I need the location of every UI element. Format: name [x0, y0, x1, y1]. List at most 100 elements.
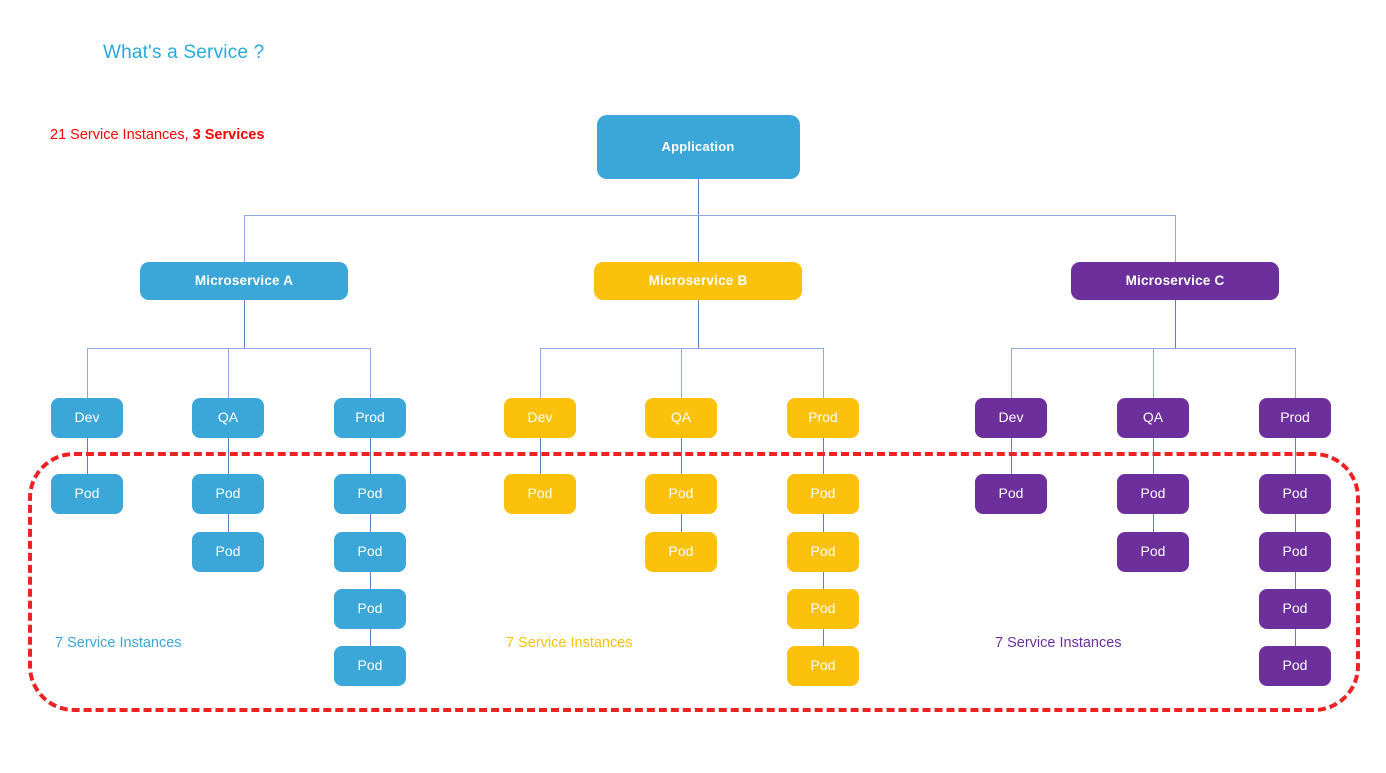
node-pod-a-2-0[interactable]: Pod	[334, 474, 406, 514]
node-env-b-dev[interactable]: Dev	[504, 398, 576, 438]
node-pod-b-1-0[interactable]: Pod	[645, 474, 717, 514]
node-pod-a-1-1[interactable]: Pod	[192, 532, 264, 572]
node-pod-b-0-0[interactable]: Pod	[504, 474, 576, 514]
node-env-a-prod[interactable]: Prod	[334, 398, 406, 438]
node-microservice-a[interactable]: Microservice A	[140, 262, 348, 300]
node-pod-c-2-3[interactable]: Pod	[1259, 646, 1331, 686]
node-pod-c-2-1-label: Pod	[1282, 543, 1308, 560]
node-pod-a-1-1-label: Pod	[215, 543, 241, 560]
connector-pod-b-0-0	[540, 438, 541, 474]
node-env-b-qa-label: QA	[670, 409, 692, 426]
node-pod-b-2-0[interactable]: Pod	[787, 474, 859, 514]
node-env-a-qa-label: QA	[217, 409, 239, 426]
connector-bus-to-microservice-a	[244, 215, 245, 262]
connector-pod-c-2-2	[1295, 572, 1296, 589]
node-env-c-prod-label: Prod	[1280, 409, 1310, 426]
node-pod-a-2-2[interactable]: Pod	[334, 589, 406, 629]
connector-pod-a-2-1	[370, 514, 371, 532]
node-pod-b-2-2[interactable]: Pod	[787, 589, 859, 629]
node-env-b-prod-label: Prod	[808, 409, 838, 426]
connector-pod-a-0-0	[87, 438, 88, 474]
connector-pod-a-1-0	[228, 438, 229, 474]
summary-strong: 3 Services	[192, 127, 265, 143]
node-env-c-dev[interactable]: Dev	[975, 398, 1047, 438]
node-pod-b-2-3-label: Pod	[810, 657, 836, 674]
connector-pod-b-1-1	[681, 514, 682, 532]
node-pod-c-2-3-label: Pod	[1282, 657, 1308, 674]
connector-env-a-qa	[228, 348, 229, 398]
node-env-c-prod[interactable]: Prod	[1259, 398, 1331, 438]
node-pod-a-0-0-label: Pod	[74, 485, 100, 502]
node-pod-a-2-0-label: Pod	[357, 485, 383, 502]
connector-env-c-dev	[1011, 348, 1012, 398]
node-pod-a-2-1[interactable]: Pod	[334, 532, 406, 572]
node-env-b-dev-label: Dev	[527, 409, 553, 426]
instances-label-a: 7 Service Instances	[55, 635, 182, 651]
node-pod-c-1-0[interactable]: Pod	[1117, 474, 1189, 514]
node-pod-a-2-1-label: Pod	[357, 543, 383, 560]
connector-env-a-prod	[370, 348, 371, 398]
node-env-a-qa[interactable]: QA	[192, 398, 264, 438]
node-env-b-prod[interactable]: Prod	[787, 398, 859, 438]
node-pod-c-1-0-label: Pod	[1140, 485, 1166, 502]
connector-microservice-a-down	[244, 300, 245, 348]
node-pod-a-0-0[interactable]: Pod	[51, 474, 123, 514]
node-pod-b-1-0-label: Pod	[668, 485, 694, 502]
connector-env-c-qa	[1153, 348, 1154, 398]
connector-microservice-bus	[244, 215, 1175, 216]
connector-pod-b-2-0	[823, 438, 824, 474]
node-microservice-b[interactable]: Microservice B	[594, 262, 802, 300]
connector-microservice-b-down	[698, 300, 699, 348]
node-pod-c-0-0[interactable]: Pod	[975, 474, 1047, 514]
connector-pod-b-2-2	[823, 572, 824, 589]
node-pod-b-2-0-label: Pod	[810, 485, 836, 502]
connector-pod-c-0-0	[1011, 438, 1012, 474]
node-pod-a-2-3-label: Pod	[357, 657, 383, 674]
connector-pod-c-1-0	[1153, 438, 1154, 474]
node-pod-b-2-3[interactable]: Pod	[787, 646, 859, 686]
connector-pod-c-2-1	[1295, 514, 1296, 532]
node-env-c-qa-label: QA	[1142, 409, 1164, 426]
node-env-b-qa[interactable]: QA	[645, 398, 717, 438]
node-env-a-dev-label: Dev	[74, 409, 100, 426]
node-pod-c-2-2[interactable]: Pod	[1259, 589, 1331, 629]
service-summary: 21 Service Instances, 3 Services	[50, 127, 264, 143]
connector-pod-c-2-3	[1295, 629, 1296, 646]
connector-pod-c-1-1	[1153, 514, 1154, 532]
connector-env-a-dev	[87, 348, 88, 398]
node-env-a-dev[interactable]: Dev	[51, 398, 123, 438]
node-pod-c-2-0[interactable]: Pod	[1259, 474, 1331, 514]
node-microservice-c-label: Microservice C	[1125, 272, 1225, 288]
connector-pod-b-2-3	[823, 629, 824, 646]
node-pod-c-1-1-label: Pod	[1140, 543, 1166, 560]
node-application-label: Application	[661, 138, 735, 154]
node-pod-b-2-1[interactable]: Pod	[787, 532, 859, 572]
node-application[interactable]: Application	[596, 115, 800, 179]
node-pod-c-2-2-label: Pod	[1282, 600, 1308, 617]
connector-env-b-prod	[823, 348, 824, 398]
connector-pod-a-2-3	[370, 629, 371, 646]
node-pod-a-1-0[interactable]: Pod	[192, 474, 264, 514]
node-microservice-b-label: Microservice B	[648, 272, 748, 288]
node-microservice-a-label: Microservice A	[194, 272, 294, 288]
node-env-c-dev-label: Dev	[998, 409, 1024, 426]
node-pod-c-2-1[interactable]: Pod	[1259, 532, 1331, 572]
connector-microservice-c-down	[1175, 300, 1176, 348]
connector-pod-b-2-1	[823, 514, 824, 532]
node-pod-b-2-1-label: Pod	[810, 543, 836, 560]
node-pod-c-2-0-label: Pod	[1282, 485, 1308, 502]
node-pod-c-0-0-label: Pod	[998, 485, 1024, 502]
node-pod-b-2-2-label: Pod	[810, 600, 836, 617]
node-pod-c-1-1[interactable]: Pod	[1117, 532, 1189, 572]
node-pod-a-2-3[interactable]: Pod	[334, 646, 406, 686]
node-pod-b-0-0-label: Pod	[527, 485, 553, 502]
connector-bus-to-microservice-c	[1175, 215, 1176, 262]
connector-env-c-prod	[1295, 348, 1296, 398]
node-pod-b-1-1[interactable]: Pod	[645, 532, 717, 572]
connector-application-down	[698, 179, 699, 262]
connector-pod-c-2-0	[1295, 438, 1296, 474]
connector-pod-a-1-1	[228, 514, 229, 532]
node-env-c-qa[interactable]: QA	[1117, 398, 1189, 438]
node-microservice-c[interactable]: Microservice C	[1071, 262, 1279, 300]
